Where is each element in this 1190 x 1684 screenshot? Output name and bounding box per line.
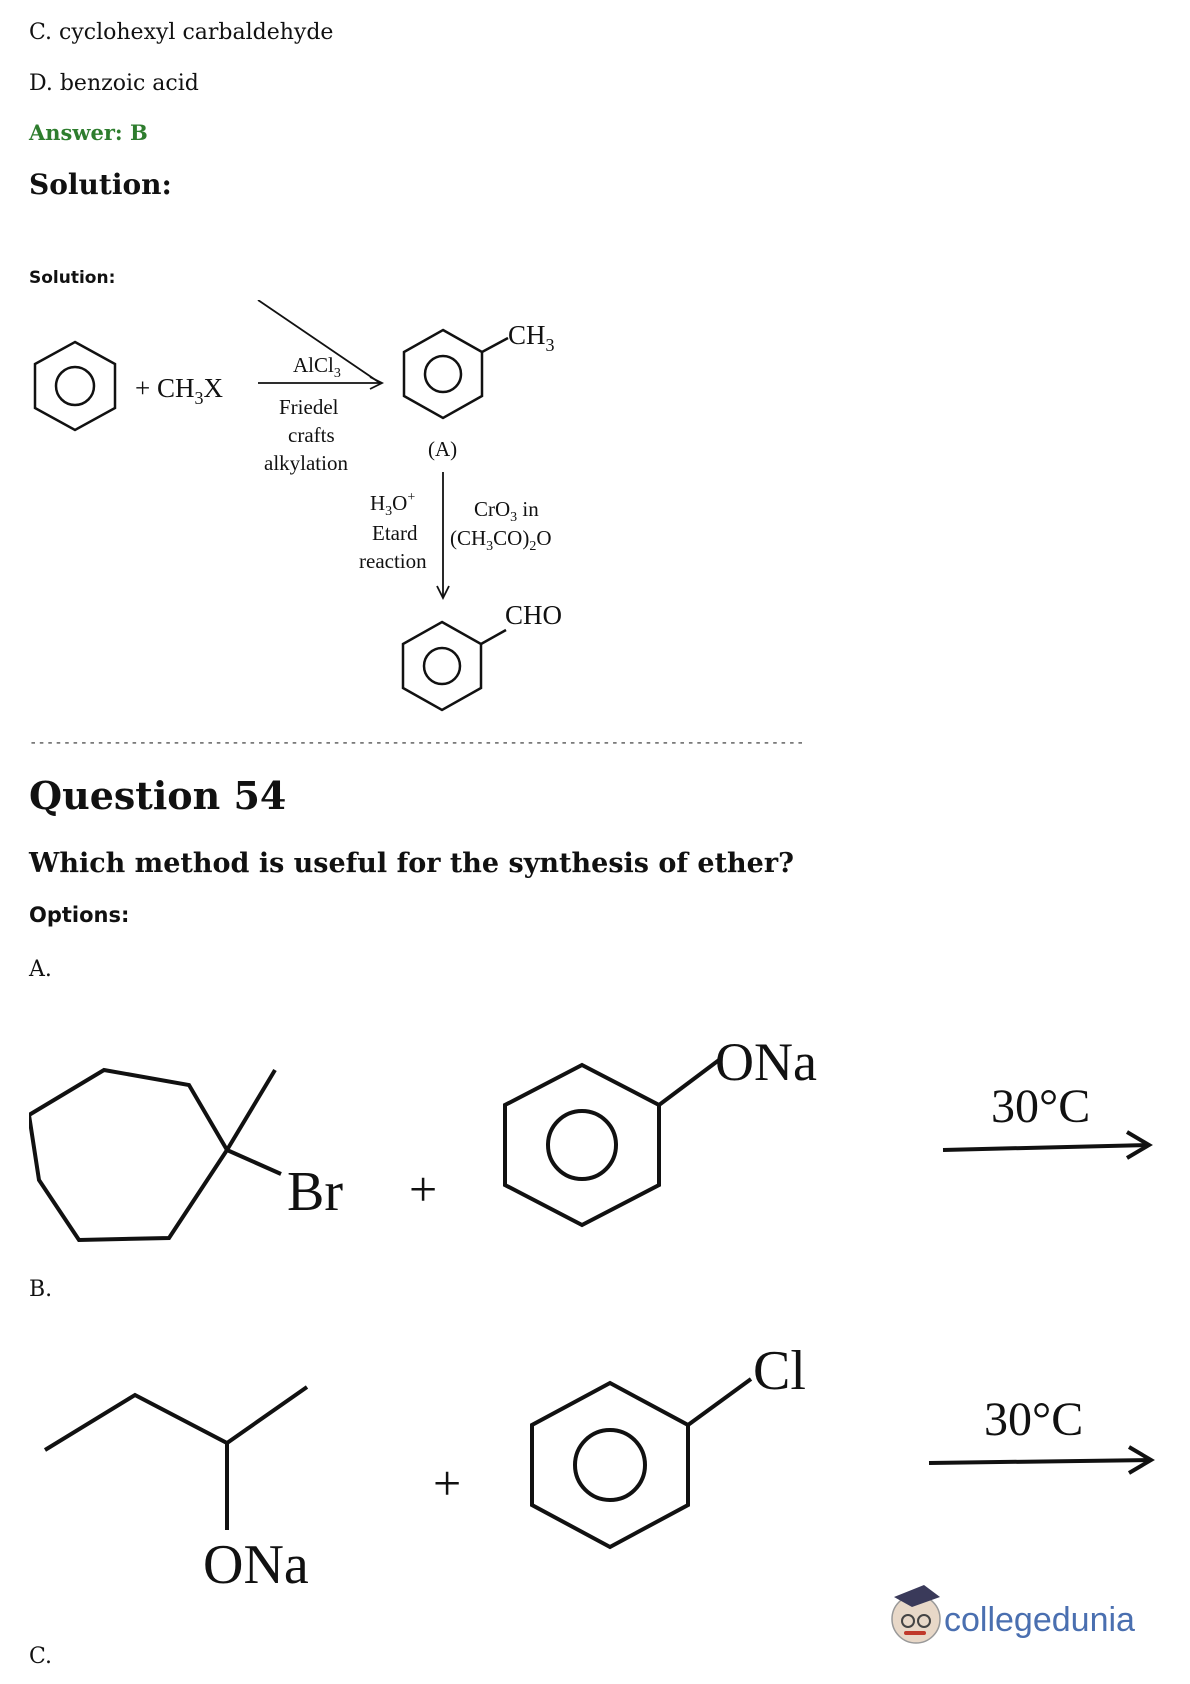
solution-heading: Solution:: [29, 168, 172, 201]
option-a-label: A.: [29, 957, 52, 982]
right-reagent-line-2: (CH3CO)2O: [450, 526, 552, 554]
catalyst-label: AlCl3: [293, 353, 341, 381]
solution-label: Solution:: [29, 268, 116, 288]
left-reagent-line-3: reaction: [359, 549, 427, 573]
benzene-ring: [33, 340, 117, 432]
option-b-label: B.: [29, 1277, 53, 1302]
methyl-group: CH3: [508, 320, 555, 355]
phenoxide-ring: [503, 1058, 721, 1228]
option-c-label: C.: [29, 1644, 53, 1669]
chlorobenzene-ring: [530, 1377, 753, 1550]
question-title: Question 54: [29, 773, 287, 818]
mascot-icon: [891, 1585, 941, 1644]
right-reagent-line-1: CrO3 in: [474, 497, 539, 525]
option-a-structure: Br + ONa 30°C: [29, 1032, 1153, 1243]
sodium-oxide-group: ONa: [715, 1032, 817, 1092]
temperature-condition: 30°C: [991, 1080, 1090, 1133]
section-divider: ----------------------------------------…: [29, 735, 805, 751]
benzaldehyde-ring: [401, 620, 507, 712]
options-heading: Options:: [29, 903, 130, 927]
left-reagent-line-2: Etard: [372, 521, 418, 545]
logo-text: collegedunia: [944, 1601, 1135, 1639]
option-b-structure: ONa + Cl 30°C: [43, 1340, 1155, 1595]
condition-line-2: crafts: [288, 423, 335, 447]
toluene-ring: [402, 328, 509, 420]
product-a-label: (A): [428, 437, 457, 461]
answer-text: Answer: B: [29, 120, 148, 145]
temperature-condition: 30°C: [984, 1393, 1083, 1446]
cyclohexane-ring: [29, 1067, 230, 1243]
bromo-group: Br: [287, 1161, 343, 1223]
aldehyde-group: CHO: [505, 600, 562, 630]
option-d-text: D. benzoic acid: [29, 71, 199, 96]
option-c-text: C. cyclohexyl carbaldehyde: [29, 20, 334, 45]
collegedunia-logo: collegedunia: [891, 1585, 1135, 1644]
condition-line-3: alkylation: [264, 451, 348, 475]
left-reagent-line-1: H3O+: [370, 490, 415, 519]
sodium-oxide-group: ONa: [203, 1534, 309, 1595]
plus-sign: +: [433, 1455, 461, 1511]
plus-sign: +: [409, 1161, 437, 1217]
question-text: Which method is useful for the synthesis…: [29, 848, 794, 879]
solution-reaction-scheme: + CH3X AlCl3 Friedel crafts alkylation C…: [33, 300, 562, 712]
chloro-group: Cl: [753, 1340, 806, 1402]
condition-line-1: Friedel: [279, 395, 339, 419]
reagent-ch3x: + CH3X: [135, 373, 223, 408]
